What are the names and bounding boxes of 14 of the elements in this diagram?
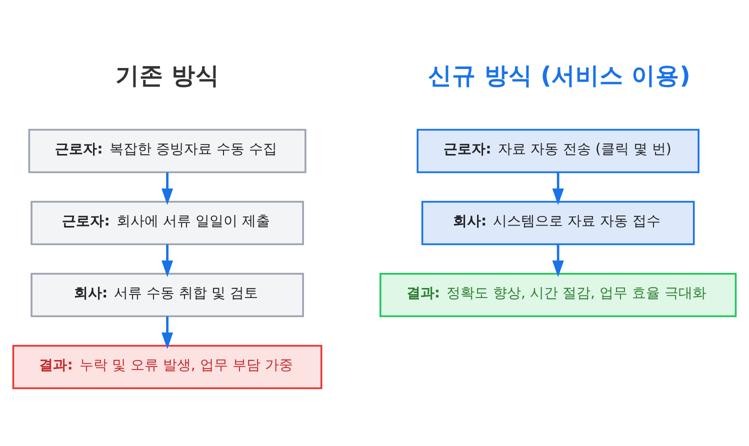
arrow: [162, 244, 174, 278]
arrow: [552, 244, 564, 278]
node-box: 근로자: 복잡한 증빙자료 수동 수집: [28, 128, 306, 174]
label: 신규 방식 (서비스 이용): [428, 62, 690, 90]
node-box: 결과: 누락 및 오류 발생, 업무 부담 가중: [12, 344, 322, 390]
node-box: 회사: 서류 수동 취합 및 검토: [30, 272, 304, 318]
arrow: [552, 172, 564, 206]
node-box: 결과: 정확도 향상, 시간 절감, 업무 효율 극대화: [380, 272, 737, 318]
node-box: 회사: 시스템으로 자료 자동 접수: [421, 200, 695, 246]
node-box: 근로자: 회사에 서류 일일이 제출: [30, 200, 304, 246]
node-box: 근로자: 자료 자동 전송 (클릭 몇 번): [416, 128, 700, 174]
label: 기존 방식: [115, 62, 220, 90]
arrow: [162, 316, 174, 350]
arrow: [162, 172, 174, 206]
